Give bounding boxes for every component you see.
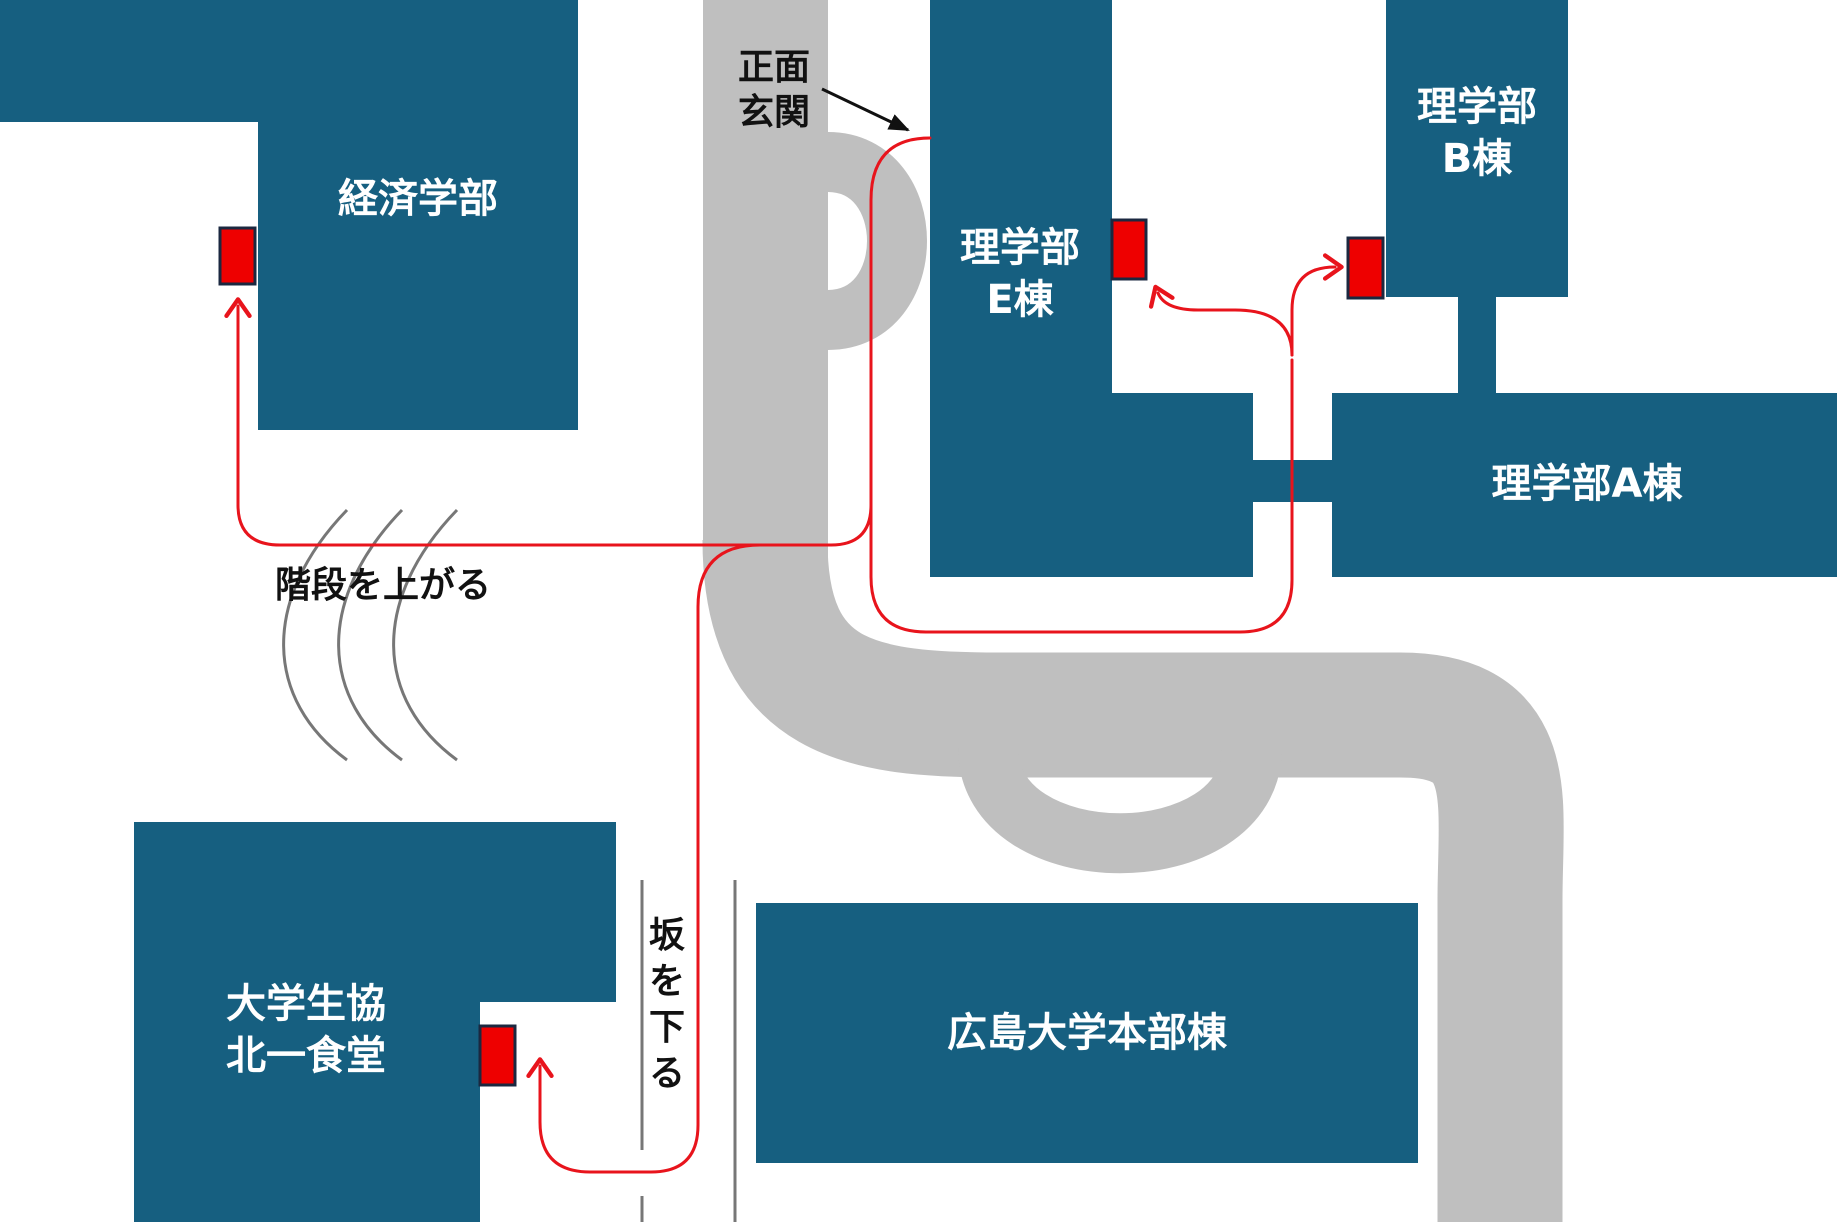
- slope-label-char-3: 下: [649, 1007, 685, 1048]
- entrance-marker-coop: [478, 1024, 517, 1087]
- science-b-connector: [1458, 297, 1496, 397]
- coop-cafeteria-building: [134, 822, 616, 1222]
- economics-label: 経済学部: [338, 176, 498, 222]
- main-entrance-label-line2: 玄関: [738, 92, 810, 133]
- route-to-science-e: [1148, 284, 1294, 357]
- science-a-building: [1332, 393, 1837, 577]
- headquarters-label: 広島大学本部棟: [947, 1010, 1228, 1056]
- headquarters-building: [756, 903, 1418, 1163]
- route-to-science-b: [1290, 253, 1344, 357]
- science-a-label: 理学部A棟: [1492, 461, 1684, 507]
- main-road-curve: [702, 538, 1564, 1222]
- route-main-entrance: [869, 136, 1294, 634]
- economics-building: [0, 0, 578, 430]
- entrance-marker-economics: [218, 226, 257, 286]
- labels: 経済学部 理学部 E棟 理学部 B棟 理学部A棟 大学生協 北一食堂 広島大学本…: [226, 47, 1683, 1094]
- stairs-icon: [282, 508, 459, 762]
- entrance-markers: [218, 218, 1385, 1087]
- stairs-arc-3: [392, 508, 459, 762]
- coop-label-line1: 大学生協: [226, 981, 386, 1027]
- entrance-loop-bottom: [958, 745, 1282, 874]
- science-e-building: [930, 0, 1253, 577]
- main-entrance-label-line1: 正面: [738, 47, 810, 88]
- main-entrance-pointer: [821, 87, 910, 132]
- walking-routes: [224, 136, 1344, 1174]
- science-b-label-line1: 理学部: [1417, 84, 1537, 130]
- science-b-label-line2: B棟: [1442, 136, 1513, 182]
- entrance-marker-science-e: [1110, 218, 1148, 281]
- entrance-marker-science-b: [1346, 236, 1385, 300]
- stairs-label: 階段を上がる: [275, 565, 491, 606]
- slope-label-char-2: を: [649, 961, 685, 1002]
- road-network: [702, 0, 1564, 1222]
- entrance-loop-top: [825, 132, 927, 350]
- slope-label-char-4: る: [649, 1053, 685, 1094]
- coop-label-line2: 北一食堂: [226, 1033, 386, 1079]
- route-to-coop: [526, 543, 762, 1174]
- slope-lane-lines: [640, 880, 737, 1222]
- main-road-vertical: [703, 0, 828, 560]
- science-e-label-line1: 理学部: [960, 225, 1080, 271]
- science-e-label-line2: E棟: [986, 277, 1054, 323]
- route-to-economics: [224, 297, 873, 547]
- slope-label-char-1: 坂: [649, 915, 685, 956]
- science-b-building: [1386, 0, 1568, 297]
